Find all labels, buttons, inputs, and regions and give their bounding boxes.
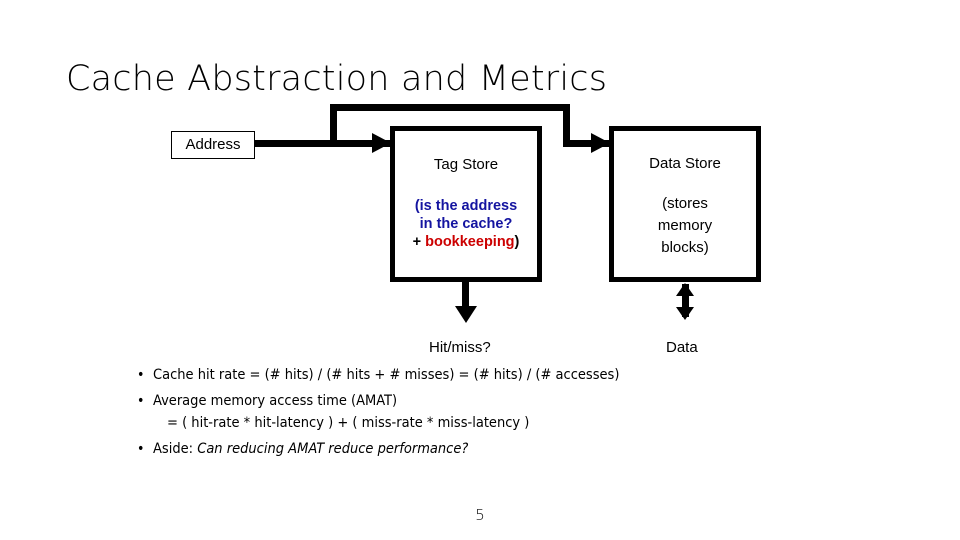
tag-store-close-paren: ) [514, 234, 520, 250]
bullet-dot-icon: • [137, 441, 145, 457]
wire-bypass-top [330, 104, 570, 111]
bullet-aside-question: Can reducing AMAT reduce performance? [197, 441, 469, 457]
bullet-text-hit-rate: Cache hit rate = (# hits) / (# hits + # … [153, 367, 620, 383]
data-store-description: (stores memory blocks) [614, 193, 756, 259]
wire-tag-store-output [462, 281, 469, 311]
data-store-desc-line-3: blocks) [661, 239, 709, 256]
wire-bypass-descender [563, 104, 570, 147]
arrowhead-into-data-store [591, 133, 610, 153]
tag-store-title: Tag Store [433, 156, 499, 173]
data-store-desc-line-1: (stores [662, 195, 708, 212]
bullet-text-amat: Average memory access time (AMAT) [153, 393, 398, 409]
wire-address-to-tag-store [255, 140, 391, 147]
data-store-title: Data Store [649, 155, 721, 172]
wire-into-data-store [563, 140, 610, 147]
bullet-text-aside: Aside: Can reducing AMAT reduce performa… [153, 440, 857, 458]
data-store-desc-line-2: memory [657, 217, 713, 234]
wire-branch-riser [330, 104, 337, 147]
list-item: • Aside: Can reducing AMAT reduce perfor… [137, 440, 857, 458]
list-item: • Average memory access time (AMAT) [137, 392, 857, 410]
wire-data-store-bidirectional [682, 284, 689, 317]
tag-store-bookkeeping: bookkeeping [425, 234, 515, 250]
tag-store-plus: + [412, 234, 426, 250]
bullet-list: • Cache hit rate = (# hits) / (# hits + … [137, 366, 857, 466]
tag-store-output-label: Hit/miss? [429, 339, 491, 356]
tag-store-box: Tag Store (is the address in the cache? … [390, 126, 542, 282]
tag-store-desc-line-2: in the cache? [419, 216, 513, 232]
arrowhead-tag-store-output-down [455, 306, 477, 323]
page-number: 5 [475, 506, 485, 524]
tag-store-description: (is the address in the cache? + bookkeep… [395, 197, 537, 251]
bullet-dot-icon: • [137, 393, 145, 409]
arrowhead-data-store-down [676, 307, 694, 320]
data-store-box: Data Store (stores memory blocks) [609, 126, 761, 282]
page-title: Cache Abstraction and Metrics [66, 59, 608, 99]
data-store-output-label: Data [666, 339, 698, 356]
bullet-continuation-amat-formula: = ( hit-rate * hit-latency ) + ( miss-ra… [167, 415, 530, 431]
list-item: • Cache hit rate = (# hits) / (# hits + … [137, 366, 857, 384]
arrowhead-data-store-up [676, 283, 694, 296]
address-box: Address [171, 131, 255, 159]
bullet-dot-icon: • [137, 367, 145, 383]
arrowhead-into-tag-store [372, 133, 391, 153]
address-box-label: Address [185, 136, 241, 153]
tag-store-desc-line-3: + bookkeeping) [395, 233, 537, 251]
tag-store-desc-line-1: (is the address [414, 198, 518, 214]
bullet-aside-prefix: Aside: [153, 441, 198, 457]
